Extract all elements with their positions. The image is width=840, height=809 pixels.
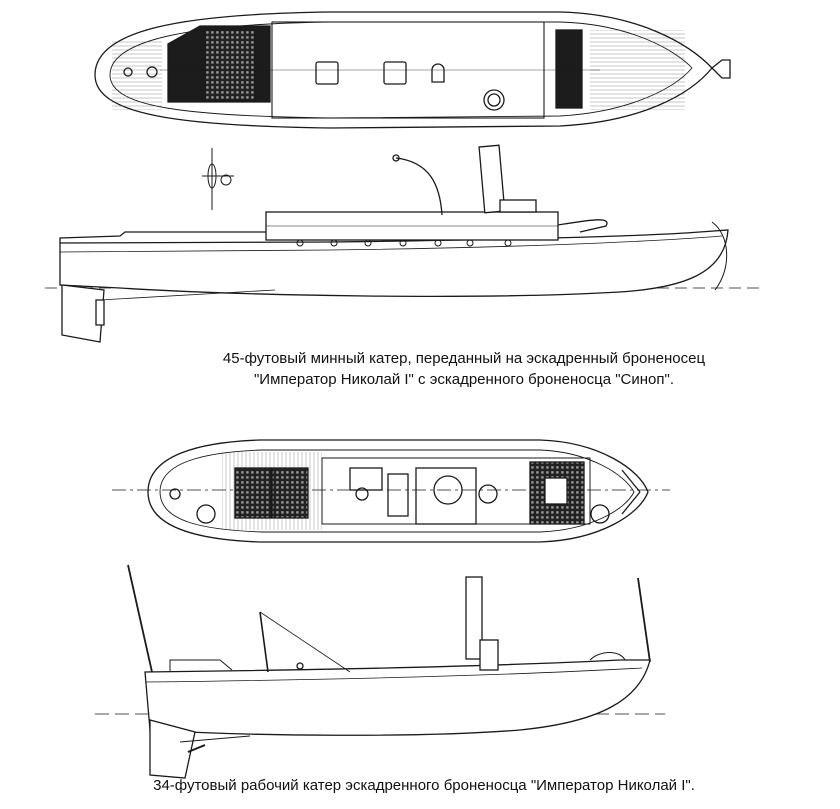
aft-grating-2 [271,467,309,519]
stern-mast [127,564,153,673]
hull-side [144,659,651,736]
sheer-line [59,235,723,253]
stern-deck [59,231,266,243]
vent [431,63,445,83]
caption-line-1: 45-футовый минный катер, переданный на э… [222,350,706,367]
hatch-1 [315,61,339,85]
aft-grating-1 [234,467,272,519]
funnel-plan [483,89,505,111]
funnel-plan [478,484,498,504]
hull-outline [147,439,649,543]
prop-shaft [187,744,206,753]
bow-tube [711,59,731,79]
anchor-detail [202,148,234,210]
portholes [296,239,512,247]
boiler [433,475,463,505]
caption-line: 34-футовый рабочий катер эскадренного бр… [153,777,695,794]
bow-mast [637,577,651,663]
caption-line-2: "Император Николай I" с эскадренного бро… [253,371,674,388]
hatch-2 [383,61,407,85]
deck-edge [159,449,635,533]
forward-cockpit [555,29,583,109]
stern-planking [112,40,162,110]
boat-45ft-plan-view [94,11,731,129]
derrick [259,611,269,673]
cockpit-grate [204,29,256,101]
davit [395,157,443,216]
boat-34ft-side-view [95,564,665,779]
bow-planking [590,30,685,110]
funnel [465,576,483,660]
stem [711,221,728,291]
bow-deck [557,219,608,233]
sheer-line [145,667,643,683]
boat-45ft-side-view [45,144,760,343]
funnel [478,144,506,214]
caption-34ft-work-boat: 34-футовый рабочий катер эскадренного бр… [0,775,840,796]
propeller [95,299,105,326]
caption-45ft-torpedo-boat: 45-футовый минный катер, переданный на э… [0,348,840,390]
rudder [61,284,105,343]
boat-34ft-plan-view [112,439,670,543]
keel-rudder [149,719,196,779]
